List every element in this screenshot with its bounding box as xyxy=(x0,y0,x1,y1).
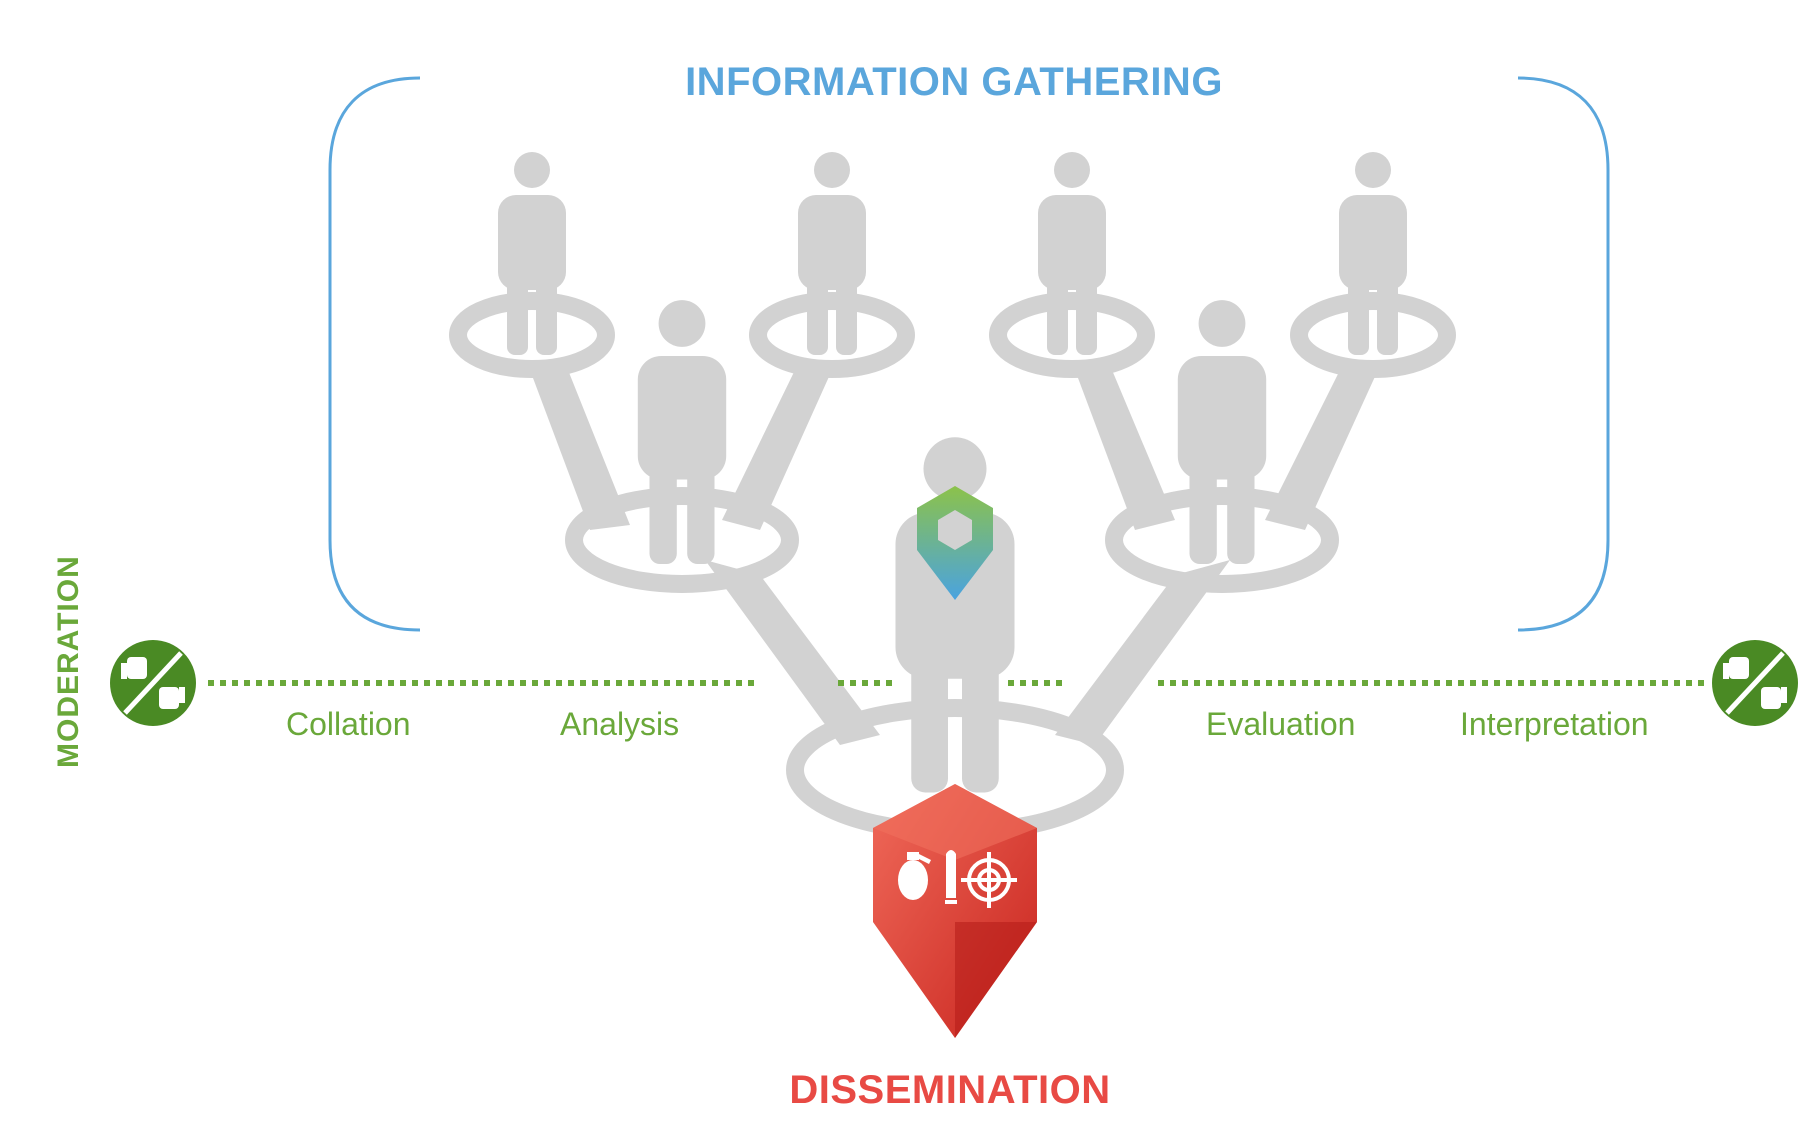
step-evaluation: Evaluation xyxy=(1206,706,1356,742)
moderation-label: MODERATION xyxy=(52,555,85,768)
person-icon xyxy=(1038,152,1106,355)
thumbs-up-down-icon xyxy=(121,657,185,709)
person-icon xyxy=(1177,300,1267,564)
bullet-icon xyxy=(945,850,957,904)
information-gathering-title: INFORMATION GATHERING xyxy=(685,60,1223,104)
person-icon xyxy=(637,300,727,564)
people-group xyxy=(498,152,1407,793)
person-icon xyxy=(1339,152,1407,355)
grenade-icon xyxy=(898,852,931,900)
network-links xyxy=(530,370,1378,745)
red-hexagon-pin-icon xyxy=(873,784,1037,1038)
step-collation: Collation xyxy=(286,706,411,742)
hexagon-pin-icon xyxy=(917,486,993,600)
target-icon xyxy=(961,852,1017,908)
moderation-badge-left xyxy=(110,640,196,726)
step-interpretation: Interpretation xyxy=(1460,706,1649,742)
person-icon xyxy=(798,152,866,355)
person-icon xyxy=(498,152,566,355)
moderation-badge-right xyxy=(1712,640,1798,726)
dissemination-title: DISSEMINATION xyxy=(789,1068,1111,1112)
thumbs-up-down-icon xyxy=(1723,657,1787,709)
gathering-bracket xyxy=(328,76,1610,632)
step-analysis: Analysis xyxy=(560,706,680,742)
network-rings xyxy=(449,292,1456,841)
